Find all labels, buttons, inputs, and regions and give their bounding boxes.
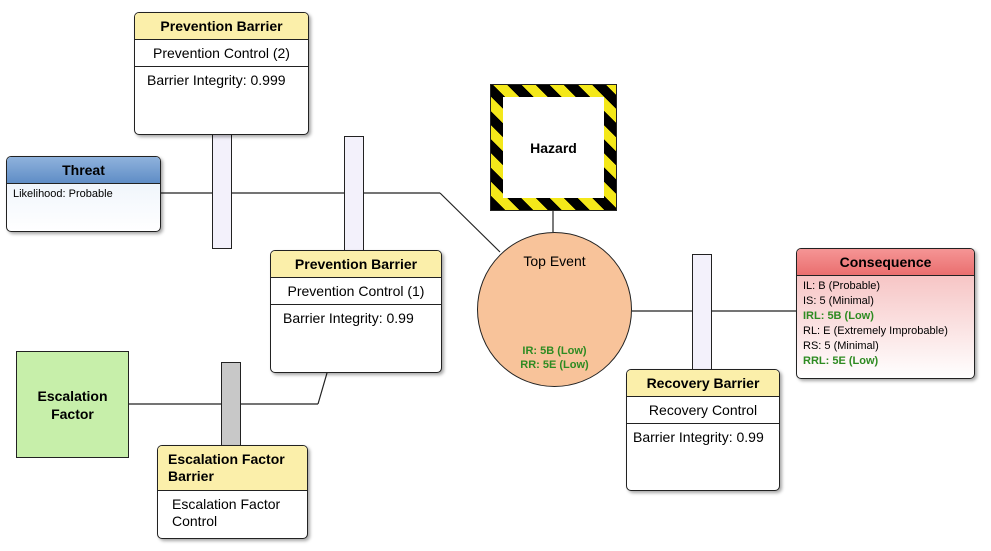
escalation-factor-barrier-card[interactable]: Escalation Factor Barrier Escalation Fac… [157, 445, 308, 539]
top-event-node[interactable]: Top Event IR: 5B (Low) RR: 5E (Low) [477, 232, 632, 387]
consequence-rl: RL: E (Extremely Improbable) [803, 325, 948, 337]
top-event-label: Top Event [523, 253, 586, 269]
consequence-is: IS: 5 (Minimal) [803, 295, 874, 307]
escalation-factor-barrier-title: Escalation Factor Barrier [158, 446, 307, 491]
hazard-label: Hazard [503, 97, 604, 198]
consequence-rs: RS: 5 (Minimal) [803, 340, 879, 352]
consequence-rrl: RRL: 5E (Low) [803, 355, 879, 367]
escalation-factor-label: Escalation Factor [37, 387, 108, 422]
consequence-irl: IRL: 5B (Low) [803, 310, 874, 322]
hazard-node[interactable]: Hazard [490, 84, 617, 211]
recovery-barrier-control: Recovery Control [627, 397, 779, 424]
consequence-il: IL: B (Probable) [803, 280, 881, 292]
prevention-barrier-1-title: Prevention Barrier [271, 251, 441, 278]
prevention-barrier-1-integrity: Barrier Integrity: 0.99 [283, 310, 414, 326]
consequence-node[interactable]: Consequence IL: B (Probable) IS: 5 (Mini… [796, 248, 975, 379]
prevention-barrier-1-control: Prevention Control (1) [271, 278, 441, 305]
recovery-barrier-card[interactable]: Recovery Barrier Recovery Control Barrie… [626, 369, 780, 491]
prevention-barrier-2-card[interactable]: Prevention Barrier Prevention Control (2… [134, 12, 309, 135]
prevention-barrier-bar-2[interactable] [212, 133, 232, 249]
escalation-factor-barrier-control: Escalation Factor Control [172, 496, 281, 529]
prevention-barrier-2-control: Prevention Control (2) [135, 40, 308, 67]
recovery-barrier-bar[interactable] [692, 254, 712, 370]
consequence-title: Consequence [797, 249, 974, 276]
top-event-rr: RR: 5E (Low) [520, 359, 589, 371]
prevention-barrier-1-card[interactable]: Prevention Barrier Prevention Control (1… [270, 250, 442, 373]
threat-node[interactable]: Threat Likelihood: Probable [6, 156, 161, 232]
recovery-barrier-title: Recovery Barrier [627, 370, 779, 397]
escalation-factor-barrier-bar[interactable] [221, 362, 241, 446]
recovery-barrier-integrity: Barrier Integrity: 0.99 [633, 429, 764, 445]
threat-likelihood: Likelihood: Probable [13, 188, 113, 200]
escalation-factor-node[interactable]: Escalation Factor [16, 351, 129, 458]
prevention-barrier-2-title: Prevention Barrier [135, 13, 308, 40]
threat-title: Threat [7, 157, 160, 184]
prevention-barrier-bar-1[interactable] [344, 136, 364, 252]
top-event-ir: IR: 5B (Low) [522, 345, 587, 357]
prevention-barrier-2-integrity: Barrier Integrity: 0.999 [147, 72, 286, 88]
